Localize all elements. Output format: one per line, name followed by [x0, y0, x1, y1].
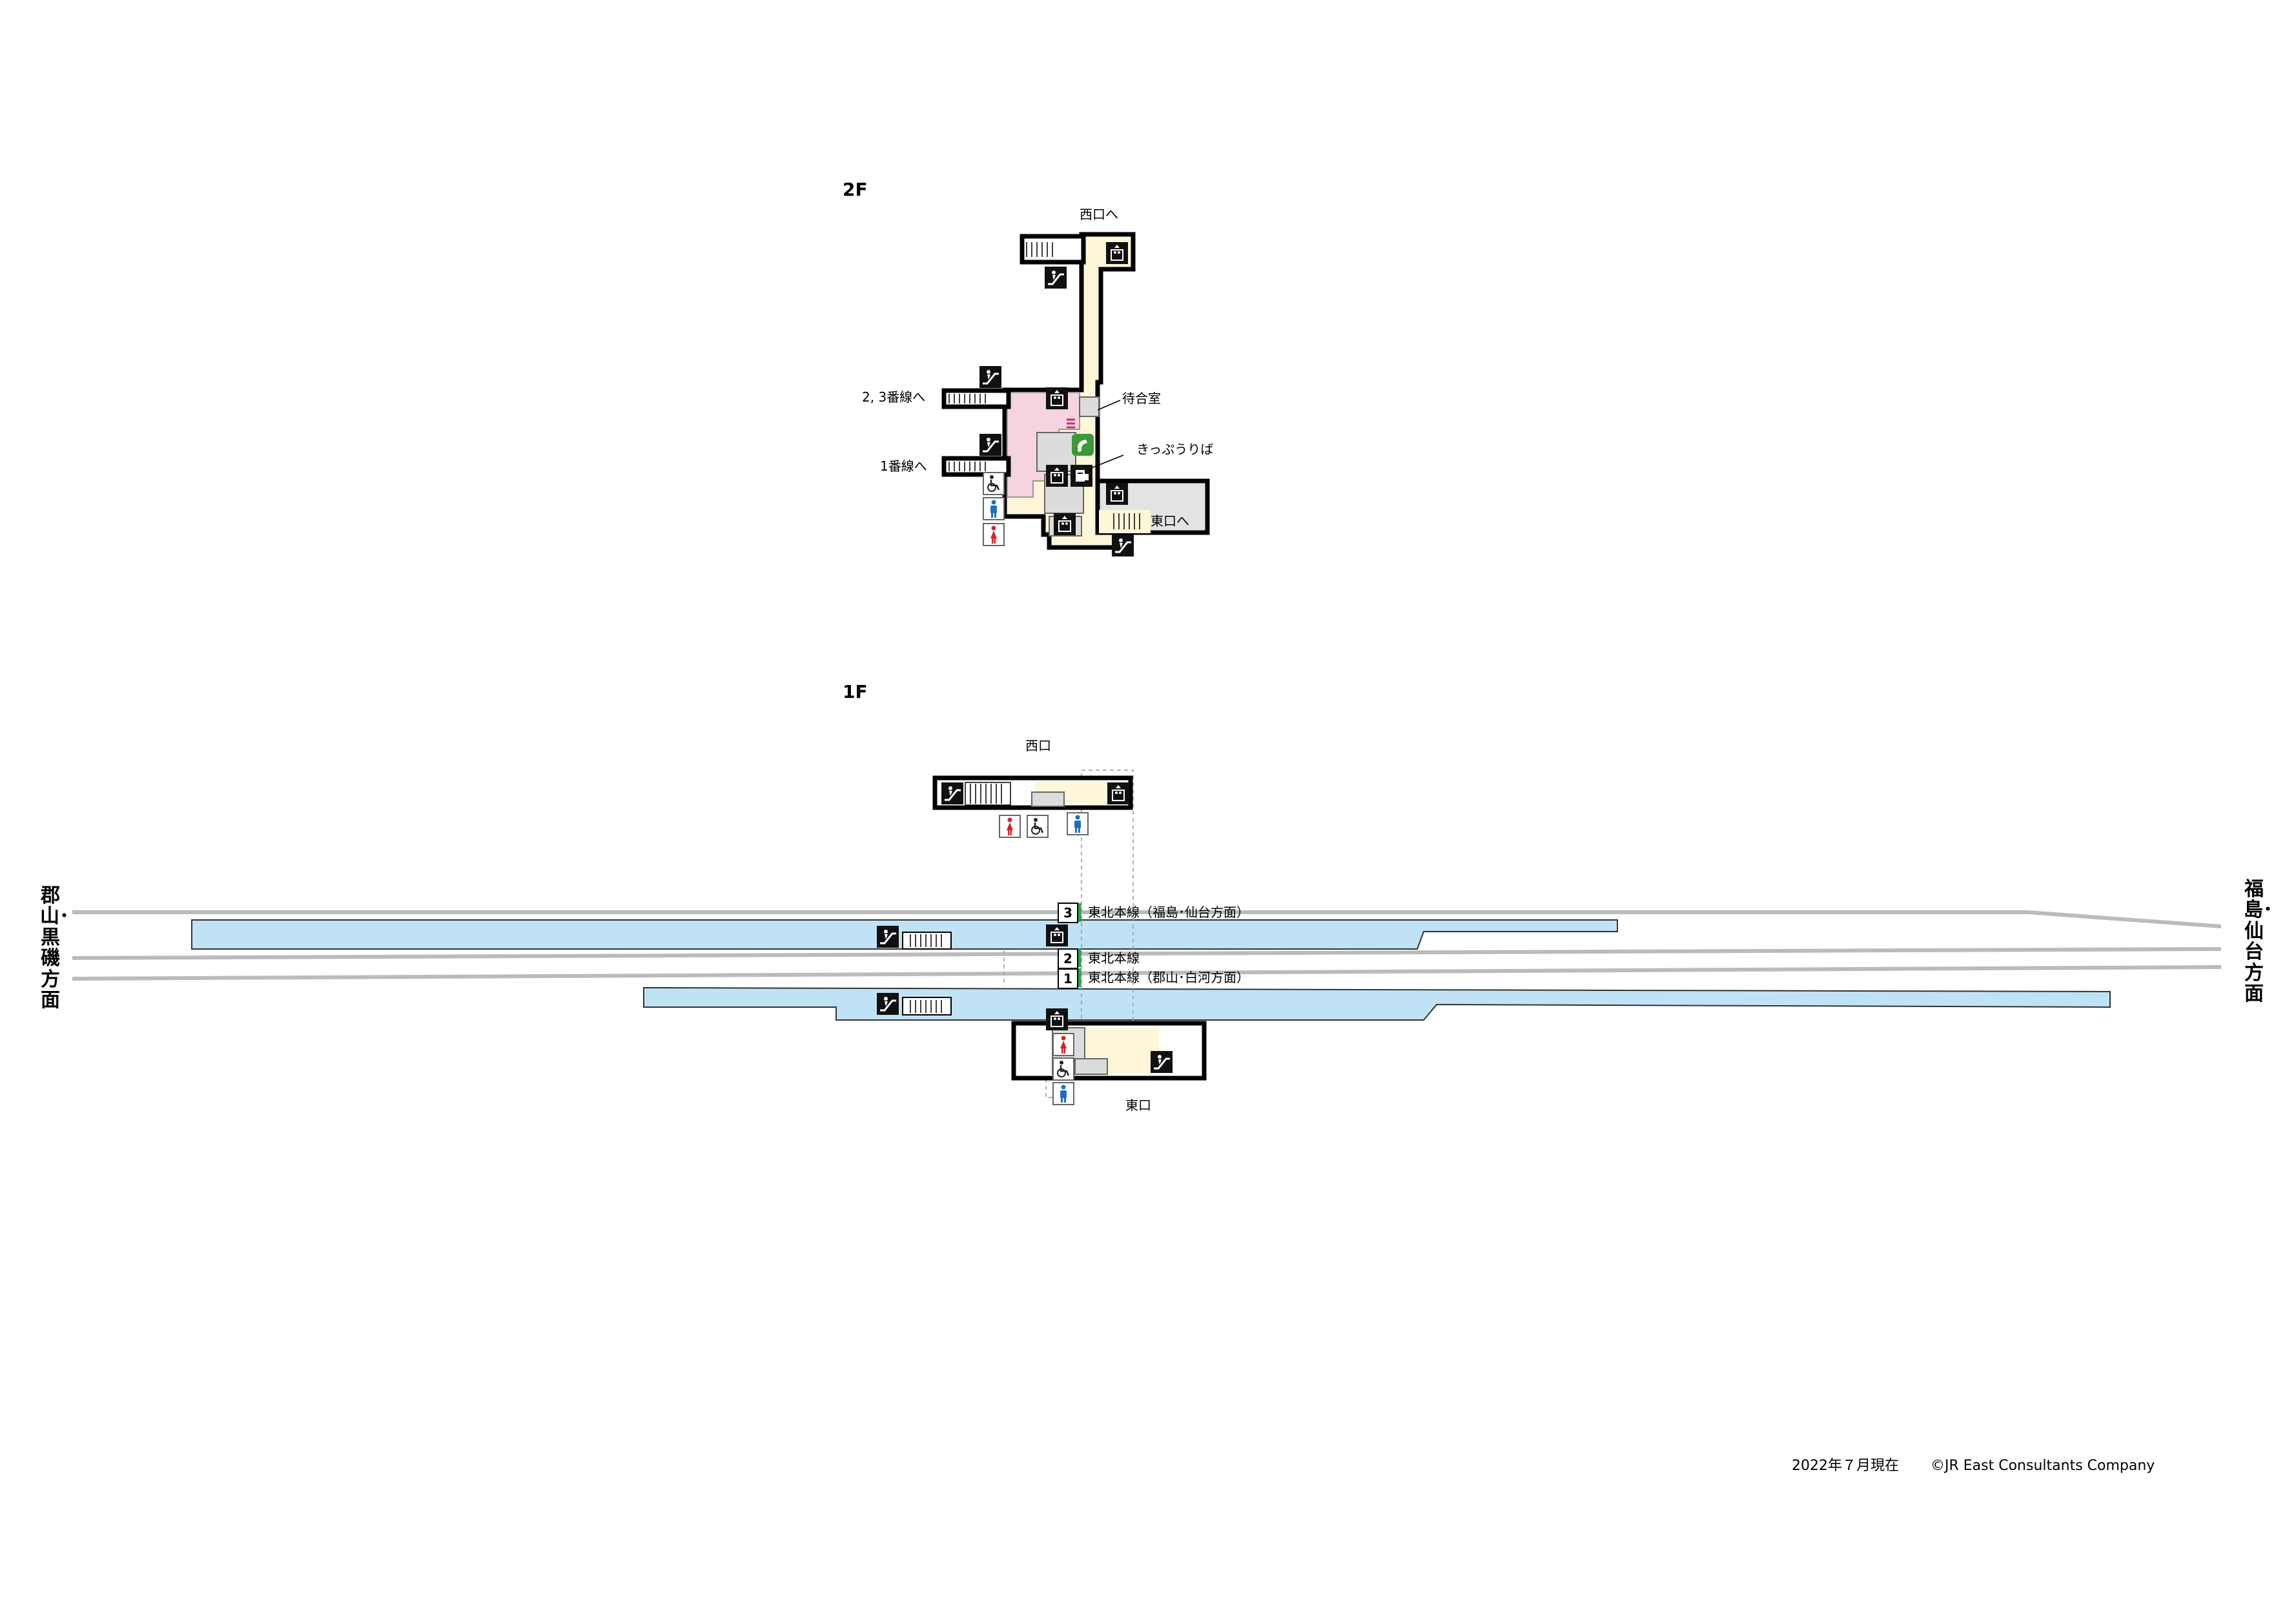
direction-right: 福島･仙台方面 — [2244, 878, 2273, 1005]
label-waiting-room: 待合室 — [1122, 391, 1161, 406]
label-to-west-exit: 西口へ — [1080, 207, 1118, 222]
track-number-3: 3 — [1058, 903, 1078, 923]
ticket-office-icon — [1072, 434, 1094, 456]
track-2 — [72, 947, 2222, 960]
east-exit-facility-2 — [1074, 1058, 1108, 1075]
floor-title-2f: 2F — [843, 179, 868, 200]
floor-1f-plan — [72, 770, 2222, 1098]
elevator-icon — [1046, 387, 1068, 409]
label-to-platform-23: 2, 3番線へ — [862, 389, 926, 405]
track-1 — [72, 965, 2222, 981]
tracks — [72, 910, 2222, 981]
track-number-2: 2 — [1058, 948, 1078, 969]
label-ticket-office: きっぷうりば — [1136, 442, 1214, 457]
track-line-3: 東北本線（福島･仙台方面） — [1088, 904, 1249, 920]
toilet-female-icon — [999, 815, 1021, 838]
accessible-icon — [1052, 1057, 1074, 1081]
west-exit-facility — [1031, 791, 1065, 807]
toilet-female-icon — [1052, 1033, 1074, 1056]
footer-date: 2022年７月現在 — [1792, 1458, 1899, 1474]
accessible-icon — [983, 472, 1005, 495]
elevator-icon — [1106, 483, 1128, 505]
ticket-machine-icon — [1071, 465, 1092, 487]
east-corridor-inner — [1099, 510, 1151, 533]
west-exit-stair-hatch — [970, 784, 1002, 804]
elevator-icon — [1046, 465, 1068, 487]
track-3 — [72, 910, 2222, 928]
track-line-2: 東北本線 — [1088, 950, 1140, 966]
track-number-1: 1 — [1058, 968, 1078, 989]
direction-left: 郡山･黒磯方面 — [40, 884, 69, 1012]
toilet-female-icon — [983, 523, 1005, 546]
escalator-icon — [1045, 267, 1067, 289]
leader-lines-2f — [1091, 400, 1124, 469]
waiting-seats — [1067, 418, 1075, 429]
escalator-icon — [941, 782, 963, 804]
escalator-icon — [877, 993, 899, 1015]
escalator-icon — [1151, 1051, 1173, 1073]
elevator-icon — [1106, 242, 1128, 264]
platform-12 — [643, 986, 2111, 1021]
footer-copyright: ©JR East Consultants Company — [1931, 1458, 2155, 1474]
ticket-gate-block — [1079, 396, 1100, 417]
corridor-platform-23 — [941, 388, 1011, 409]
west-exit-stair — [965, 782, 1011, 806]
elevator-icon — [1046, 1008, 1068, 1030]
label-to-platform-1: 1番線へ — [880, 458, 927, 474]
accessible-icon — [1027, 815, 1049, 838]
toilet-male-icon — [1067, 812, 1089, 835]
toilet-male-icon — [1052, 1082, 1074, 1105]
label-west-exit: 西口 — [1025, 738, 1051, 753]
label-east-exit: 東口 — [1125, 1097, 1151, 1113]
elevator-icon — [1046, 924, 1068, 946]
track-line-1: 東北本線（郡山･白河方面） — [1088, 970, 1249, 985]
floor-title-1f: 1F — [843, 681, 868, 702]
elevator-icon — [1107, 782, 1129, 804]
platform-stair-hatch — [910, 934, 942, 1013]
escalator-icon — [979, 366, 1001, 388]
elevator-icon — [1054, 513, 1076, 535]
escalator-icon — [877, 926, 899, 948]
stairs-2f — [948, 242, 1140, 529]
toilet-male-icon — [983, 497, 1005, 520]
escalator-icon — [1112, 535, 1134, 556]
label-to-east-exit: 東口へ — [1151, 513, 1189, 529]
escalator-icon — [979, 434, 1001, 456]
